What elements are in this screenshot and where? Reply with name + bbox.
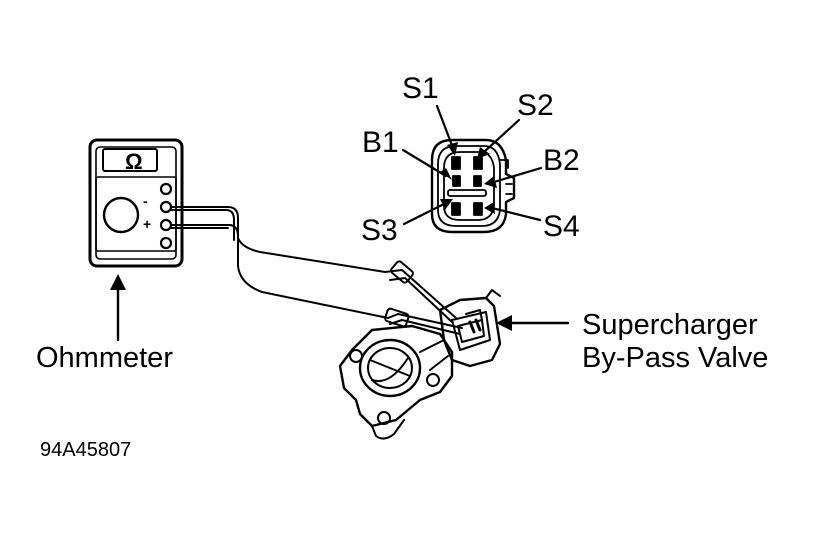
jack-plus [159, 218, 173, 232]
valve-pointer-arrow [496, 315, 570, 331]
valve-label-line2: By-Pass Valve [582, 342, 769, 374]
jack-1 [159, 182, 173, 196]
minus-terminal-label: - [143, 193, 148, 209]
ohmmeter-pointer-arrow [110, 274, 126, 342]
pin-leaders [401, 104, 543, 226]
pin-bar [447, 189, 487, 197]
test-leads [170, 206, 463, 335]
pin-b2 [473, 175, 482, 187]
ohmmeter-device [88, 138, 184, 268]
pin-s2 [473, 156, 483, 170]
ohm-symbol: Ω [125, 149, 143, 174]
pin-label-s1: S1 [402, 72, 439, 105]
pin-label-b2: B2 [543, 144, 580, 177]
jack-minus [159, 200, 173, 214]
pin-label-s2: S2 [517, 89, 554, 122]
connector-face [430, 138, 516, 234]
valve-label-line1: Supercharger [582, 309, 758, 341]
bypass-valve-assembly [338, 289, 502, 440]
ohmmeter-label: Ohmmeter [36, 342, 173, 374]
pin-s4 [473, 202, 483, 216]
pin-s1 [451, 156, 461, 170]
pin-label-s4: S4 [543, 210, 580, 243]
selector-dial [102, 196, 140, 234]
pin-label-b1: B1 [362, 126, 399, 159]
pin-s3 [451, 202, 461, 216]
pin-b1 [452, 175, 461, 187]
jack-4 [159, 236, 173, 250]
plus-terminal-label: + [143, 216, 152, 232]
pin-label-s3: S3 [361, 214, 398, 247]
valve-label: Supercharger By-Pass Valve [582, 309, 768, 375]
figure-id: 94A45807 [40, 439, 132, 461]
